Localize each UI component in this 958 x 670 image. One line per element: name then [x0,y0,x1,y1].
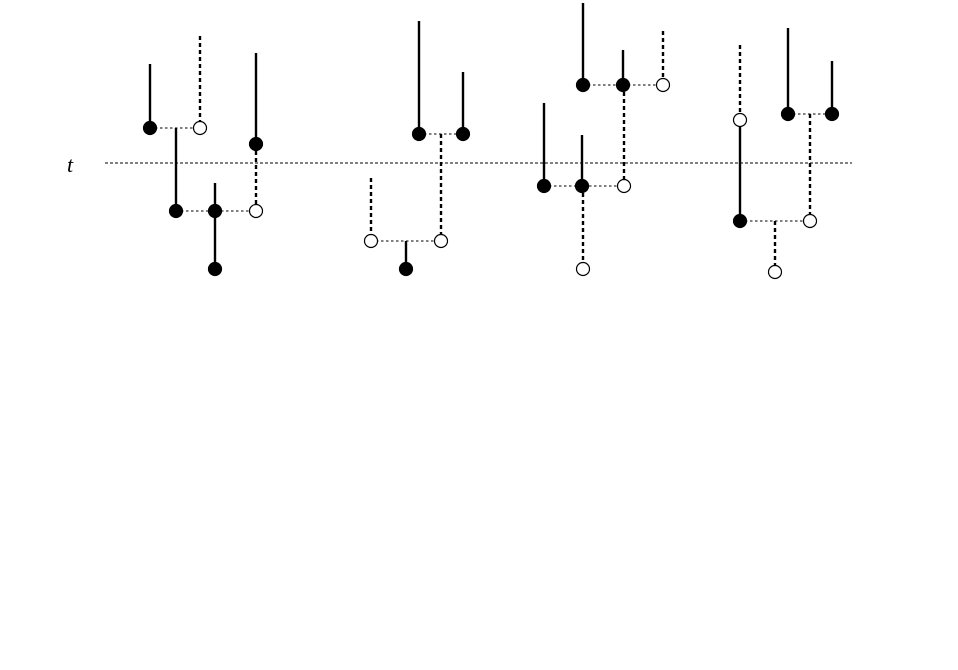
filled-node [536,178,552,194]
cluster-2 [363,21,471,277]
filled-node [615,77,631,93]
filled-node [142,120,158,136]
filled-node [207,261,223,277]
open-node [248,203,264,219]
filled-node [248,136,264,152]
open-node [192,120,208,136]
open-node [802,213,818,229]
filled-node [824,106,840,122]
filled-node [168,203,184,219]
cluster-4 [732,28,840,280]
open-node [767,264,783,280]
threshold-label: t [67,152,74,177]
open-node [433,233,449,249]
filled-node [780,106,796,122]
open-node [655,77,671,93]
open-node [575,261,591,277]
filled-node [398,261,414,277]
filled-node [732,213,748,229]
open-node [363,233,379,249]
cluster-3 [536,3,671,277]
cluster-1 [142,36,264,277]
filled-node [455,126,471,142]
open-node [732,112,748,128]
filled-node [574,178,590,194]
filled-node [575,77,591,93]
filled-node [411,126,427,142]
open-node [616,178,632,194]
filled-node [207,203,223,219]
